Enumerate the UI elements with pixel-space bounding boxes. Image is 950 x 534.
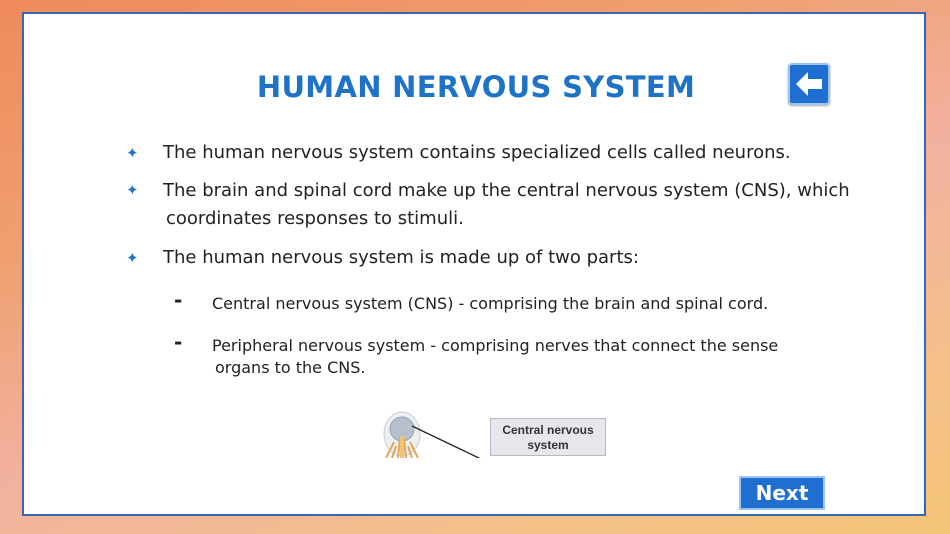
dash-marker: - bbox=[174, 288, 183, 312]
bullet-text: The brain and spinal cord make up the ce… bbox=[163, 177, 850, 233]
slide-card: HUMAN NERVOUS SYSTEM ✦ The human nervous… bbox=[22, 12, 926, 516]
next-button[interactable]: Next bbox=[739, 476, 825, 510]
cns-label-box: Central nervous system bbox=[490, 418, 606, 456]
bullet-text: The human nervous system is made up of t… bbox=[163, 247, 639, 268]
cns-label-line: system bbox=[527, 438, 569, 452]
bullet-icon: ✦ bbox=[126, 181, 139, 199]
arrow-left-icon bbox=[796, 72, 822, 96]
bullet-icon: ✦ bbox=[126, 144, 139, 162]
cns-label-line: Central nervous bbox=[502, 423, 594, 437]
dash-marker: - bbox=[174, 330, 183, 354]
bullet-text-line: coordinates responses to stimuli. bbox=[166, 208, 464, 229]
sub-bullet-text: Peripheral nervous system - comprising n… bbox=[212, 335, 778, 379]
page-title: HUMAN NERVOUS SYSTEM bbox=[256, 70, 696, 104]
head-figure-icon bbox=[383, 411, 481, 458]
back-button[interactable] bbox=[788, 63, 830, 105]
bullet-text-line: The brain and spinal cord make up the ce… bbox=[163, 180, 850, 201]
bullet-icon: ✦ bbox=[126, 249, 139, 267]
bullet-text: The human nervous system contains specia… bbox=[163, 142, 791, 163]
sub-bullet-text: Central nervous system (CNS) - comprisin… bbox=[212, 294, 769, 313]
sub-bullet-text-line: organs to the CNS. bbox=[215, 358, 366, 377]
nervous-system-diagram bbox=[376, 408, 612, 458]
sub-bullet-text-line: Peripheral nervous system - comprising n… bbox=[212, 336, 779, 355]
